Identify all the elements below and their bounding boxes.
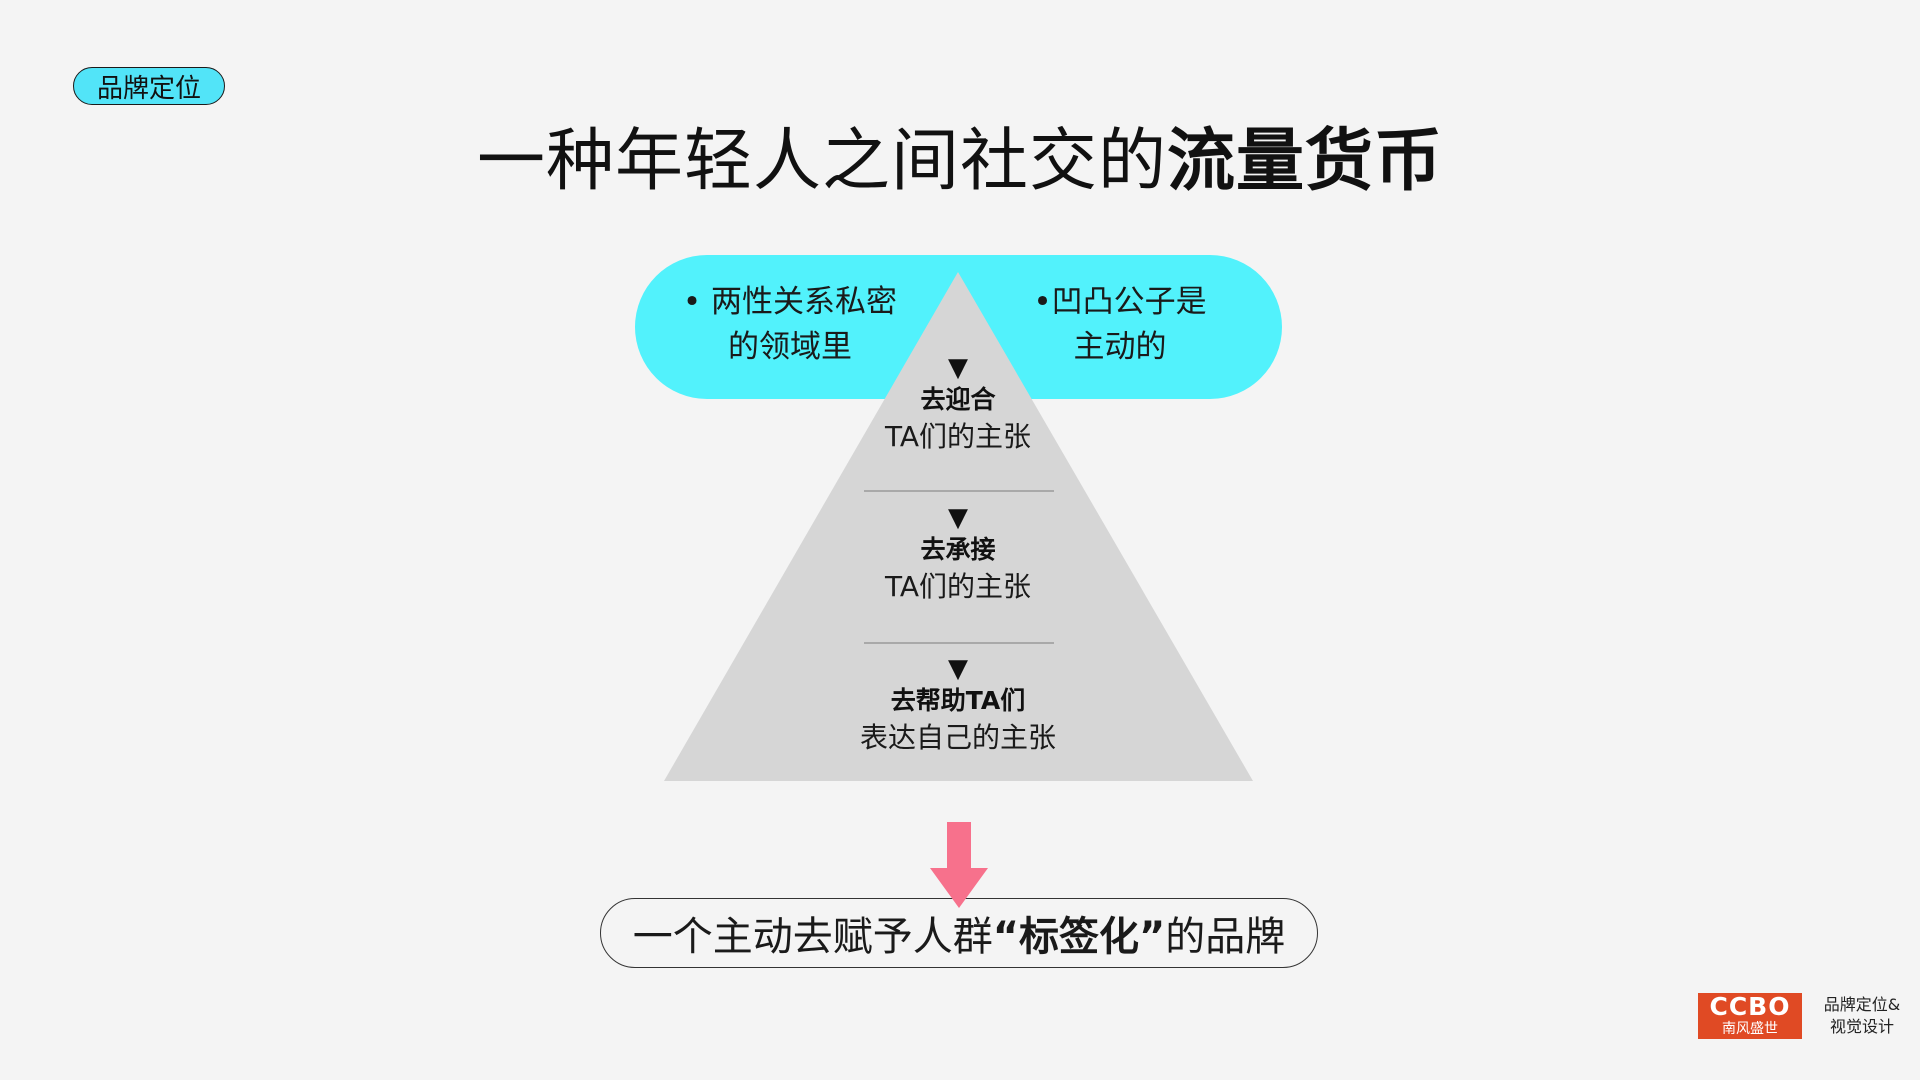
pyramid-level-2-head: 去承接 — [920, 535, 996, 564]
capsule-right-line1: •凹凸公子是 — [1033, 284, 1207, 320]
section-tag: 品牌定位 — [73, 67, 225, 105]
capsule-right-line2: 主动的 — [1073, 329, 1167, 365]
down-triangle-icon: ▼ — [948, 654, 968, 684]
capsule-left-line1: • 两性关系私密 — [682, 284, 898, 320]
capsule-right-text: •凹凸公子是 主动的 — [1015, 280, 1225, 370]
down-arrow-icon — [930, 822, 988, 908]
pyramid-level-1-sub: TA们的主张 — [884, 420, 1032, 453]
pyramid-level-3: ▼ 去帮助TA们 表达自己的主张 — [818, 655, 1098, 757]
page-title: 一种年轻人之间社交的流量货币 — [0, 112, 1920, 212]
capsule-left-line2: 的领域里 — [728, 329, 852, 365]
pyramid-level-3-sub: 表达自己的主张 — [859, 721, 1056, 754]
pyramid-level-3-head: 去帮助TA们 — [890, 686, 1026, 715]
pyramid-level-1: ▼ 去迎合 TA们的主张 — [838, 354, 1078, 456]
pyramid-level-2-sub: TA们的主张 — [884, 570, 1032, 603]
capsule-left-text: • 两性关系私密 的领域里 — [660, 280, 920, 370]
brand-tagline-line1: 品牌定位& — [1823, 995, 1901, 1014]
pyramid-shape — [664, 272, 1253, 781]
logo-subtitle: 南风盛世 — [1722, 1021, 1778, 1037]
conclusion-highlight: “标签化” — [992, 914, 1166, 960]
page-title-bold: 流量货币 — [1167, 122, 1444, 201]
down-triangle-icon: ▼ — [948, 503, 968, 533]
logo-wordmark: CCBO — [1709, 992, 1791, 1021]
pyramid-level-1-head: 去迎合 — [920, 385, 996, 414]
conclusion-before: 一个主动去赋予人群 — [632, 914, 993, 960]
down-triangle-icon: ▼ — [948, 353, 968, 383]
page-title-light: 一种年轻人之间社交的 — [476, 122, 1167, 201]
brand-logo: CCBO 南风盛世 — [1698, 993, 1802, 1039]
section-tag-label: 品牌定位 — [96, 73, 201, 104]
pyramid-level-2: ▼ 去承接 TA们的主张 — [838, 504, 1078, 606]
conclusion-after: 的品牌 — [1165, 914, 1286, 960]
brand-tagline: 品牌定位& 视觉设计 — [1812, 994, 1912, 1038]
conclusion-pill: 一个主动去赋予人群 “标签化” 的品牌 — [600, 898, 1318, 968]
brand-tagline-line2: 视觉设计 — [1829, 1017, 1894, 1036]
